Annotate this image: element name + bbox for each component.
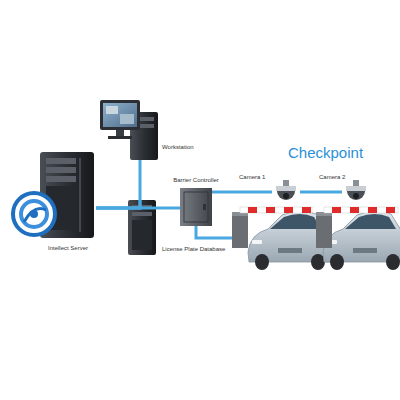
device-label: Camera 1	[239, 174, 275, 181]
device-node: Barrier Controller	[180, 188, 212, 226]
controller-cabinet	[180, 188, 212, 226]
workstation-computer	[100, 100, 158, 160]
device-node: License Plate Database	[128, 200, 156, 255]
device-node: Camera 1	[272, 178, 300, 210]
device-label: License Plate Database	[162, 246, 242, 253]
section-heading: Checkpoint	[288, 144, 363, 161]
dome-camera	[276, 180, 296, 200]
barrier-gate	[316, 207, 398, 248]
car	[323, 211, 400, 270]
server-logo	[13, 193, 55, 235]
network-link	[96, 160, 140, 208]
barrier-wire	[196, 226, 234, 238]
device-label: Workstation	[162, 144, 222, 151]
device-label: Barrier Controller	[166, 177, 226, 184]
device-node: Workstation	[100, 98, 158, 160]
network-link	[96, 207, 180, 210]
car	[248, 211, 331, 270]
network-link	[300, 191, 342, 194]
barrier-gate	[232, 207, 312, 248]
dome-camera	[346, 180, 366, 200]
device-node: Intellect Server	[38, 150, 96, 240]
network-link	[212, 191, 272, 194]
device-label: Camera 2	[319, 174, 355, 181]
device-label: Intellect Server	[28, 245, 108, 252]
device-node: Camera 2	[342, 178, 370, 210]
